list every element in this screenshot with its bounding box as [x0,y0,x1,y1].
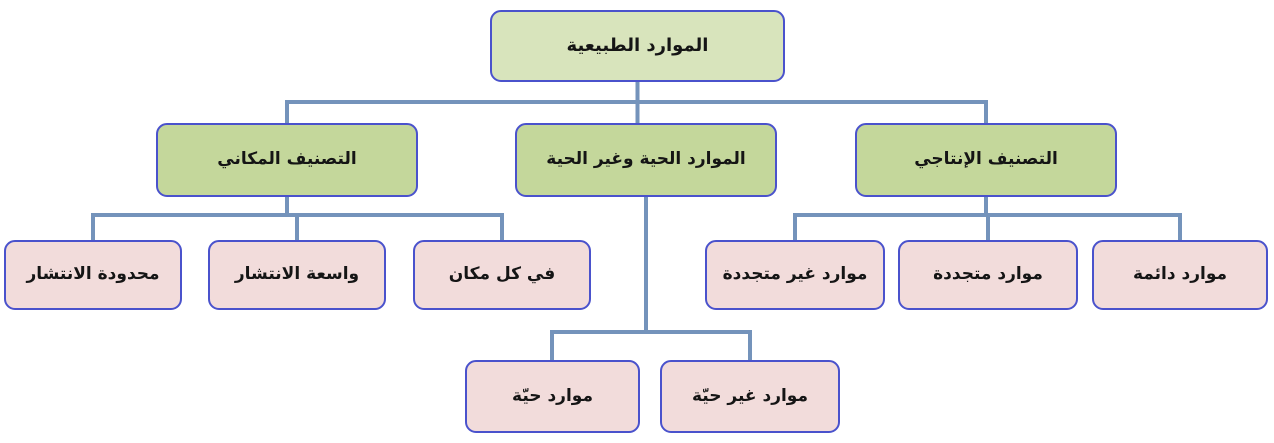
node-living-and-nonliving-resources: الموارد الحية وغير الحية [515,123,777,197]
node-productive-classification: التصنيف الإنتاجي [855,123,1117,197]
node-natural-resources: الموارد الطبيعية [490,10,785,82]
node-spatial-classification: التصنيف المكاني [156,123,418,197]
node-wide-spread: واسعة الانتشار [208,240,386,310]
node-limited-spread: محدودة الانتشار [4,240,182,310]
node-everywhere: في كل مكان [413,240,591,310]
node-permanent-resources: موارد دائمة [1092,240,1268,310]
node-living-resources: موارد حيّة [465,360,640,433]
node-renewable-resources: موارد متجددة [898,240,1078,310]
node-non-renewable-resources: موارد غير متجددة [705,240,885,310]
node-non-living-resources: موارد غير حيّة [660,360,840,433]
